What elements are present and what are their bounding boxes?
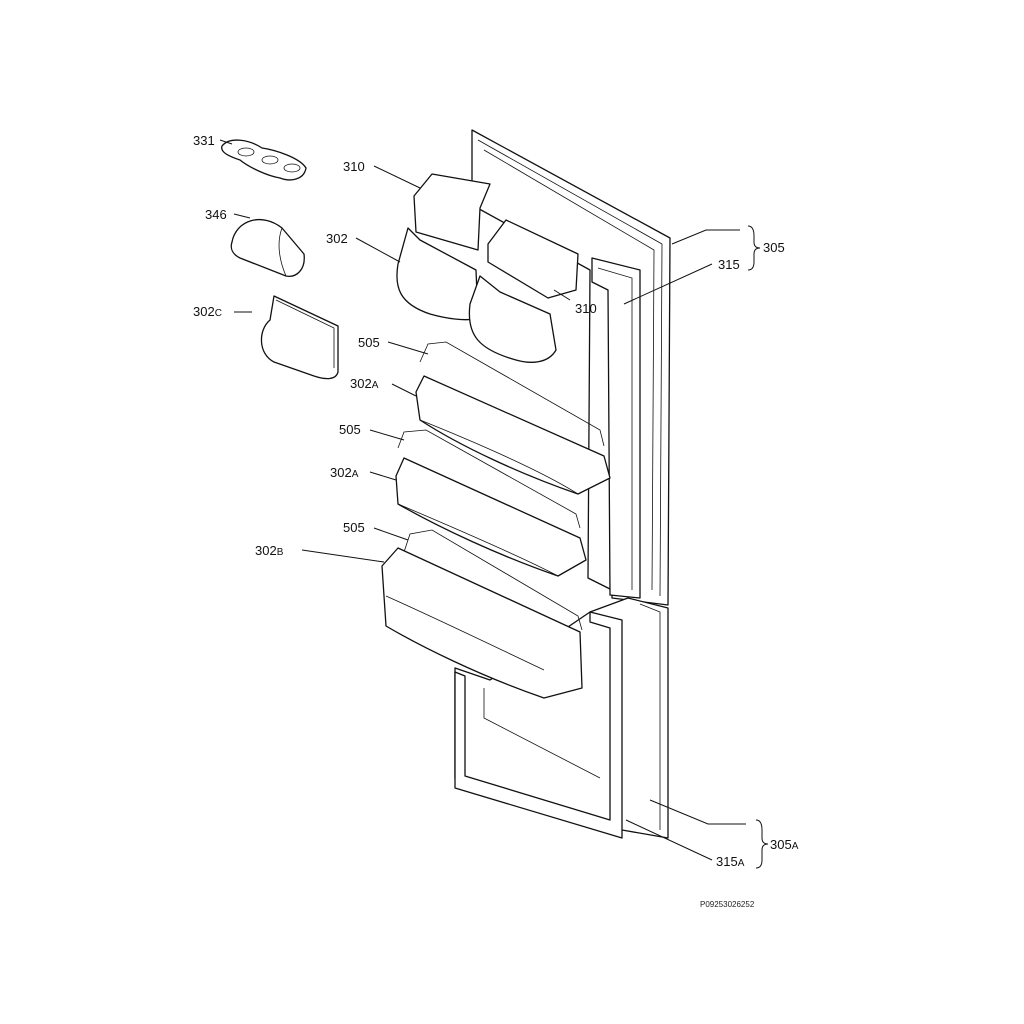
label-302: 302 — [326, 231, 348, 246]
upper-door-305 — [471, 129, 671, 606]
label-505-top: 505 — [358, 335, 380, 350]
label-302a-upper: 302A — [350, 376, 379, 391]
door-bins-302 — [396, 227, 557, 363]
label-310-top: 310 — [343, 159, 365, 174]
small-bin-302c — [260, 295, 339, 380]
leader-lines — [219, 139, 769, 869]
label-505-middle: 505 — [339, 422, 361, 437]
dairy-covers-310 — [413, 173, 579, 299]
label-505-bottom: 505 — [343, 520, 365, 535]
label-315: 315 — [718, 257, 740, 272]
label-346: 346 — [205, 207, 227, 222]
door-shelf-302a-lower — [395, 429, 587, 577]
label-302b: 302B — [255, 543, 284, 558]
egg-tray-331 — [221, 139, 307, 181]
label-315a: 315A — [716, 854, 745, 869]
door-shelf-302a-upper — [415, 341, 611, 495]
label-310-bottom: 310 — [575, 301, 597, 316]
label-305a: 305A — [770, 837, 799, 852]
butter-dish-346 — [230, 218, 305, 277]
drawing-code: P09253026252 — [700, 900, 755, 909]
label-305: 305 — [763, 240, 785, 255]
label-331: 331 — [193, 133, 215, 148]
label-302a-lower: 302A — [330, 465, 359, 480]
label-302c: 302C — [193, 304, 222, 319]
